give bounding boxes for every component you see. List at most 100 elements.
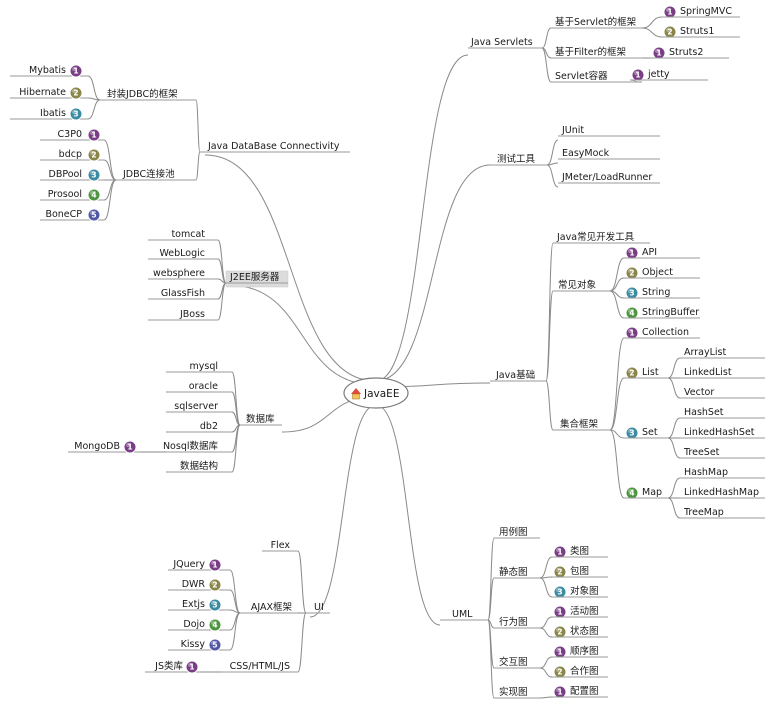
node-label-map: Map bbox=[642, 487, 662, 498]
priority-badge-icon: 3 bbox=[553, 585, 567, 599]
node-label-tomcat: tomcat bbox=[171, 229, 205, 240]
priority-number: 3 bbox=[212, 601, 217, 610]
node-label-node: 静态图 bbox=[499, 566, 528, 578]
connector-line bbox=[667, 357, 681, 379]
priority-badge-icon: 4 bbox=[625, 486, 639, 500]
priority-circle bbox=[652, 46, 666, 60]
priority-number: 5 bbox=[212, 641, 217, 650]
priority-badge-icon: 1 bbox=[553, 605, 567, 619]
connector-line bbox=[87, 99, 101, 120]
priority-circle bbox=[69, 64, 83, 78]
priority-badge-icon: 2 bbox=[553, 565, 567, 579]
connector-line bbox=[103, 179, 117, 221]
priority-badge-icon: 3 bbox=[87, 168, 101, 182]
priority-badge-icon: 2 bbox=[553, 665, 567, 679]
badge-highlight bbox=[556, 607, 561, 613]
node-label-css-html-js: CSS/HTML/JS bbox=[230, 661, 290, 672]
priority-circle bbox=[553, 665, 567, 679]
priority-number: 1 bbox=[557, 688, 562, 697]
node-label-weblogic: WebLogic bbox=[159, 248, 205, 259]
priority-circle bbox=[625, 326, 639, 340]
connector-line bbox=[539, 616, 553, 629]
connector-line bbox=[217, 258, 227, 284]
connector-line bbox=[229, 612, 241, 631]
badge-highlight bbox=[72, 66, 77, 72]
priority-circle bbox=[208, 558, 222, 572]
priority-circle bbox=[631, 68, 645, 82]
priority-number: 2 bbox=[212, 581, 217, 590]
priority-circle bbox=[625, 486, 639, 500]
priority-circle bbox=[625, 266, 639, 280]
priority-badge-icon: 4 bbox=[87, 188, 101, 202]
connector-line bbox=[231, 391, 241, 426]
connector-line bbox=[609, 429, 625, 499]
badge-highlight bbox=[72, 109, 77, 115]
priority-circle bbox=[87, 168, 101, 182]
connector-line bbox=[231, 424, 241, 473]
priority-number: 2 bbox=[629, 269, 634, 278]
connector-line bbox=[667, 377, 681, 399]
priority-number: 2 bbox=[667, 28, 672, 37]
node-label-node: 实现图 bbox=[499, 686, 528, 698]
node-label-oracle: oracle bbox=[189, 381, 218, 392]
node-label-servlet: Servlet容器 bbox=[555, 70, 608, 82]
priority-badge-icon: 2 bbox=[663, 25, 677, 39]
priority-number: 3 bbox=[629, 289, 634, 298]
badge-highlight bbox=[90, 130, 95, 136]
badge-highlight bbox=[628, 288, 633, 294]
priority-number: 1 bbox=[629, 329, 634, 338]
connector-line bbox=[539, 577, 553, 598]
node-label-springmvc: SpringMVC bbox=[680, 6, 732, 17]
node-label-websphere: websphere bbox=[153, 268, 205, 279]
node-label-extjs: Extjs bbox=[182, 599, 205, 610]
node-label-java: Java基础 bbox=[495, 369, 535, 381]
house-icon bbox=[351, 388, 361, 400]
node-label-struts2: Struts2 bbox=[669, 47, 703, 58]
badge-highlight bbox=[628, 488, 633, 494]
priority-circle bbox=[663, 5, 677, 19]
priority-badge-icon: 1 bbox=[185, 660, 199, 674]
node-label-node: 测试工具 bbox=[497, 153, 536, 165]
node-label-mysql: mysql bbox=[190, 361, 219, 372]
priority-circle bbox=[208, 578, 222, 592]
priority-number: 3 bbox=[73, 110, 78, 119]
badge-highlight bbox=[556, 687, 561, 693]
node-label-node: 顺序图 bbox=[570, 645, 599, 657]
badge-highlight bbox=[655, 48, 660, 54]
connector-line bbox=[667, 497, 681, 519]
priority-badge-icon: 3 bbox=[69, 107, 83, 121]
priority-circle bbox=[87, 188, 101, 202]
node-label-jboss: JBoss bbox=[179, 309, 205, 320]
connector-line bbox=[103, 159, 117, 181]
node-label-jmeter-loadrunner: JMeter/LoadRunner bbox=[561, 172, 652, 183]
node-label-node: 活动图 bbox=[570, 605, 599, 617]
badge-highlight bbox=[90, 210, 95, 216]
connector-line bbox=[667, 477, 681, 499]
priority-number: 1 bbox=[127, 443, 132, 452]
node-label-linkedhashmap: LinkedHashMap bbox=[684, 487, 759, 498]
badge-highlight bbox=[126, 442, 131, 448]
badge-highlight bbox=[211, 600, 216, 606]
priority-circle bbox=[553, 645, 567, 659]
priority-circle bbox=[208, 618, 222, 632]
connector-line bbox=[609, 257, 625, 292]
central-topic[interactable]: JavaEE bbox=[343, 377, 409, 409]
badge-highlight bbox=[211, 640, 216, 646]
connector-line bbox=[539, 627, 553, 638]
badge-highlight bbox=[90, 170, 95, 176]
connector-line bbox=[217, 282, 227, 321]
badge-highlight bbox=[211, 560, 216, 566]
node-label-c3p0: C3P0 bbox=[58, 129, 82, 140]
node-label-node: 交互图 bbox=[499, 656, 528, 668]
node-label-easymock: EasyMock bbox=[562, 148, 610, 159]
connector-line bbox=[297, 612, 307, 673]
priority-number: 1 bbox=[557, 548, 562, 557]
connector-line bbox=[227, 284, 377, 386]
priority-number: 4 bbox=[91, 191, 96, 200]
node-label-node: 数据库 bbox=[246, 413, 275, 425]
node-label-node: 行为图 bbox=[499, 616, 528, 628]
node-label-java-database-connectivity: Java DataBase Connectivity bbox=[207, 141, 340, 152]
central-topic-label: JavaEE bbox=[363, 388, 399, 400]
connector-line bbox=[103, 139, 117, 181]
connector-line bbox=[609, 290, 625, 319]
